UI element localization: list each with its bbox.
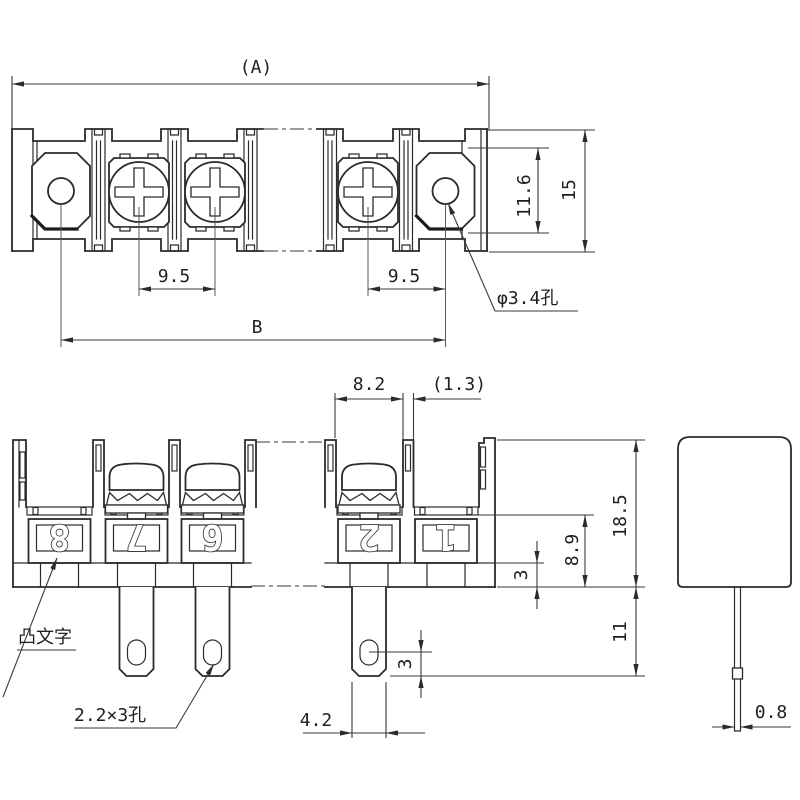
terminal-plate-1: 1 (414, 515, 478, 564)
terminal-plate-2: 2 (337, 515, 401, 564)
pedestal-lines (39, 562, 466, 588)
side-body (677, 436, 792, 588)
right-mount-pad (414, 152, 476, 231)
screw-terminal-plan-3 (337, 153, 399, 232)
phillips-cross-icon (190, 167, 240, 217)
embossed-text-callout: 凸文字 (2, 557, 76, 698)
mount-hole-callout: φ3.4孔 (445, 201, 578, 312)
left-mount-hole (47, 177, 75, 205)
solder-pin-6 (194, 587, 231, 677)
terminal-plate-8: 8 (27, 515, 92, 564)
front-view: 8 7 6 2 1 (12, 437, 496, 677)
top-view-lower-edge (11, 238, 264, 252)
dim-label-wall-thickness: (1.3) (432, 374, 486, 395)
phillips-cross-icon (114, 167, 164, 217)
dim-label-pitch-right: 9.5 (388, 266, 421, 287)
top-view-upper-edge (11, 128, 264, 142)
top-view (11, 128, 488, 347)
front-screw-1 (104, 462, 169, 520)
side-pin-notch (731, 667, 744, 680)
clamp-seat-bars (26, 506, 479, 516)
callout-label-pin-hole: 2.2×3孔 (74, 705, 146, 726)
dim-label-pin-thickness: 0.8 (755, 702, 788, 723)
terminal-number: 1 (435, 516, 457, 557)
front-right-wall (478, 437, 496, 588)
dim-label-base-step: 3 (511, 570, 532, 581)
center-extension-lines (60, 205, 446, 347)
dim-label-pocket-width: 8.2 (353, 374, 386, 395)
dim-label-total-height: 18.5 (610, 494, 631, 537)
dim-label-pin-length: 11 (610, 621, 631, 643)
solder-pin-2 (351, 587, 387, 677)
phillips-cross-icon (343, 167, 393, 217)
solder-pin-7 (118, 587, 155, 677)
right-mount-hole (431, 177, 460, 205)
front-screw-2 (180, 462, 245, 520)
terminal-number: 7 (126, 516, 148, 557)
side-view: 0.8 (677, 436, 792, 732)
dim-label-mount-span: B (252, 317, 263, 338)
pin-hole (202, 639, 223, 666)
dim-label-overall-width: (A) (240, 57, 273, 78)
screw-terminal-plan-2 (184, 153, 246, 232)
side-pin (733, 586, 742, 732)
dim-label-body-height: 15 (559, 179, 580, 201)
pin-hole-callout: 2.2×3孔 (74, 662, 217, 729)
front-screw-3 (337, 462, 401, 520)
terminal-plate-6: 6 (180, 515, 245, 564)
front-view-dimensions: 8.2 (1.3) 3 8.9 18.5 11 3 4.2 (2, 374, 645, 738)
terminal-number: 2 (358, 516, 380, 557)
dim-label-pin-hole-to-tip: 3 (395, 659, 416, 670)
dim-label-pitch-left: 9.5 (158, 266, 191, 287)
callout-label-embossed: 凸文字 (18, 627, 72, 648)
screw-terminal-plan-1 (108, 153, 170, 232)
left-mount-pad (29, 152, 91, 231)
callout-label-mount-hole: φ3.4孔 (497, 288, 558, 309)
terminal-plate-7: 7 (104, 515, 169, 564)
dim-label-pin-width: 4.2 (300, 710, 333, 731)
dim-label-clamp-height: 11.6 (514, 174, 535, 217)
top-view-dimensions: (A) 9.5 9.5 B 11.6 15 φ3.4孔 (11, 57, 595, 343)
dim-label-seat-height: 8.9 (562, 534, 583, 567)
terminal-number: 8 (49, 516, 71, 557)
front-partitions (92, 439, 415, 508)
pin-hole (126, 639, 147, 666)
terminal-number: 6 (202, 516, 224, 557)
